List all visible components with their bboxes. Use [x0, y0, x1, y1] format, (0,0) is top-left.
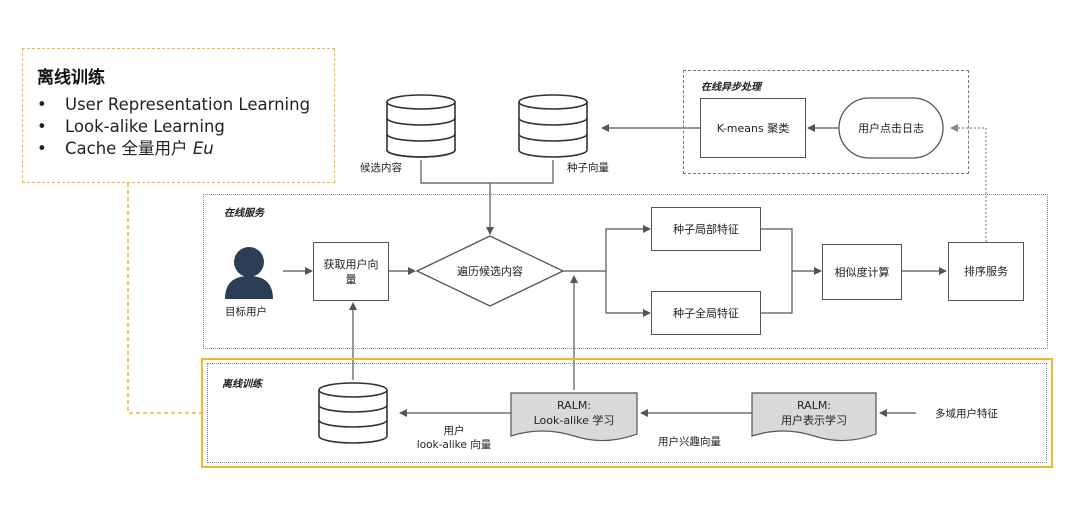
legend-title: 离线训练	[37, 68, 105, 88]
legend-item-2: •Look-alike Learning	[37, 117, 225, 136]
seed-db-icon	[518, 94, 588, 158]
offline-region-outer	[201, 358, 1053, 468]
multi-domain-features-label: 多域用户特征	[935, 408, 998, 420]
seed-vector-label: 种子向量	[567, 162, 609, 174]
user-interest-vector-label: 用户兴趣向量	[658, 436, 721, 448]
ralm-user-label: RALM: 用户表示学习	[781, 399, 847, 427]
target-user-label: 目标用户	[225, 306, 267, 318]
click-log-label: 用户点击日志	[858, 122, 924, 135]
candidate-db-icon	[386, 94, 456, 158]
online-region-title: 在线服务	[224, 208, 264, 219]
async-region-title: 在线异步处理	[701, 82, 761, 93]
legend-connector	[127, 183, 202, 414]
legend-box: 离线训练 •User Representation Learning •Look…	[22, 48, 335, 183]
ralm-lookalike-shape	[510, 392, 638, 442]
target-user-icon	[225, 247, 273, 299]
traverse-label: 遍历候选内容	[457, 265, 523, 278]
get-user-vector-box: 获取用户向 量	[313, 242, 389, 301]
legend-item-1: •User Representation Learning	[37, 95, 311, 114]
offline-region-title: 离线训练	[222, 379, 262, 390]
legend-item-3: •Cache 全量用户 Eu	[37, 139, 214, 158]
seed-local-feature-box: 种子局部特征	[651, 207, 761, 251]
rank-service-box: 排序服务	[948, 242, 1024, 301]
kmeans-box: K-means 聚类	[700, 98, 806, 158]
ralm-user-shape	[751, 392, 877, 442]
similarity-box: 相似度计算	[822, 244, 902, 300]
candidate-content-label: 候选内容	[360, 162, 402, 174]
offline-region-inner	[207, 363, 1047, 463]
lookalike-db-icon	[318, 382, 388, 444]
async-region	[683, 70, 969, 174]
ralm-lookalike-label: RALM: Look-alike 学习	[533, 399, 615, 427]
online-region	[203, 194, 1048, 349]
user-lookalike-vector-label: 用户 look-alike 向量	[416, 425, 492, 451]
seed-global-feature-box: 种子全局特征	[651, 291, 761, 335]
